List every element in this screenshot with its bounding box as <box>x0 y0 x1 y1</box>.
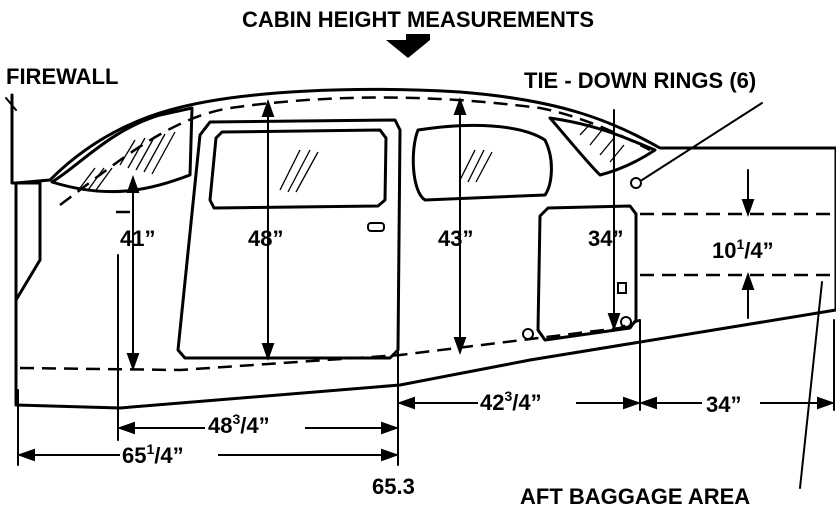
length-48-label: 483/4” <box>208 411 270 438</box>
diagram-title: CABIN HEIGHT MEASUREMENTS <box>242 7 594 32</box>
door-window <box>208 128 388 210</box>
length-65-whole: 65 <box>122 443 146 468</box>
door-handle <box>367 222 385 232</box>
windshield <box>50 106 194 194</box>
aft-baggage-area-label: AFT BAGGAGE AREA <box>520 484 750 509</box>
height-43-label: 43” <box>438 226 473 251</box>
height-41-label: 41” <box>120 226 155 251</box>
height-10-num: 1 <box>736 236 744 252</box>
length-65-num: 1 <box>146 441 154 457</box>
length-65-den: /4” <box>154 443 183 468</box>
down-arrow-icon <box>386 34 430 58</box>
height-dimensions <box>126 97 755 371</box>
length-65-label: 651/4” <box>122 441 184 468</box>
aft-window <box>548 116 657 177</box>
floor-liner <box>19 318 641 372</box>
tie-down-leader <box>641 102 763 181</box>
station-label: 65.3 <box>372 474 415 499</box>
length-48-num: 3 <box>232 411 240 427</box>
height-34-label: 34” <box>588 226 623 251</box>
tie-down-rings-label: TIE - DOWN RINGS (6) <box>524 68 756 93</box>
firewall-line <box>10 93 42 302</box>
length-42-num: 3 <box>504 388 512 404</box>
length-34-label: 34” <box>706 392 741 417</box>
fuselage-outline <box>14 87 836 410</box>
roof-liner <box>59 96 651 206</box>
baggage-door <box>536 204 638 342</box>
length-48-den: /4” <box>240 413 269 438</box>
length-42-whole: 42 <box>480 390 504 415</box>
height-10-label: 101/4” <box>712 236 774 263</box>
length-42-den: /4” <box>512 390 541 415</box>
tie-down-ring-1 <box>630 177 642 189</box>
height-10-den: /4” <box>744 238 773 263</box>
tie-down-ring-3 <box>522 328 534 340</box>
firewall-label: FIREWALL <box>6 64 118 89</box>
height-48-label: 48” <box>248 226 283 251</box>
length-48-whole: 48 <box>208 413 232 438</box>
firewall-leader <box>5 97 17 111</box>
height-10-whole: 10 <box>712 238 736 263</box>
length-dimensions <box>17 254 835 489</box>
tie-down-ring-2 <box>620 316 632 328</box>
length-42-label: 423/4” <box>480 388 542 415</box>
cabin-door <box>176 118 402 360</box>
rear-window <box>411 123 553 202</box>
tie-down-ring-4 <box>617 282 627 294</box>
